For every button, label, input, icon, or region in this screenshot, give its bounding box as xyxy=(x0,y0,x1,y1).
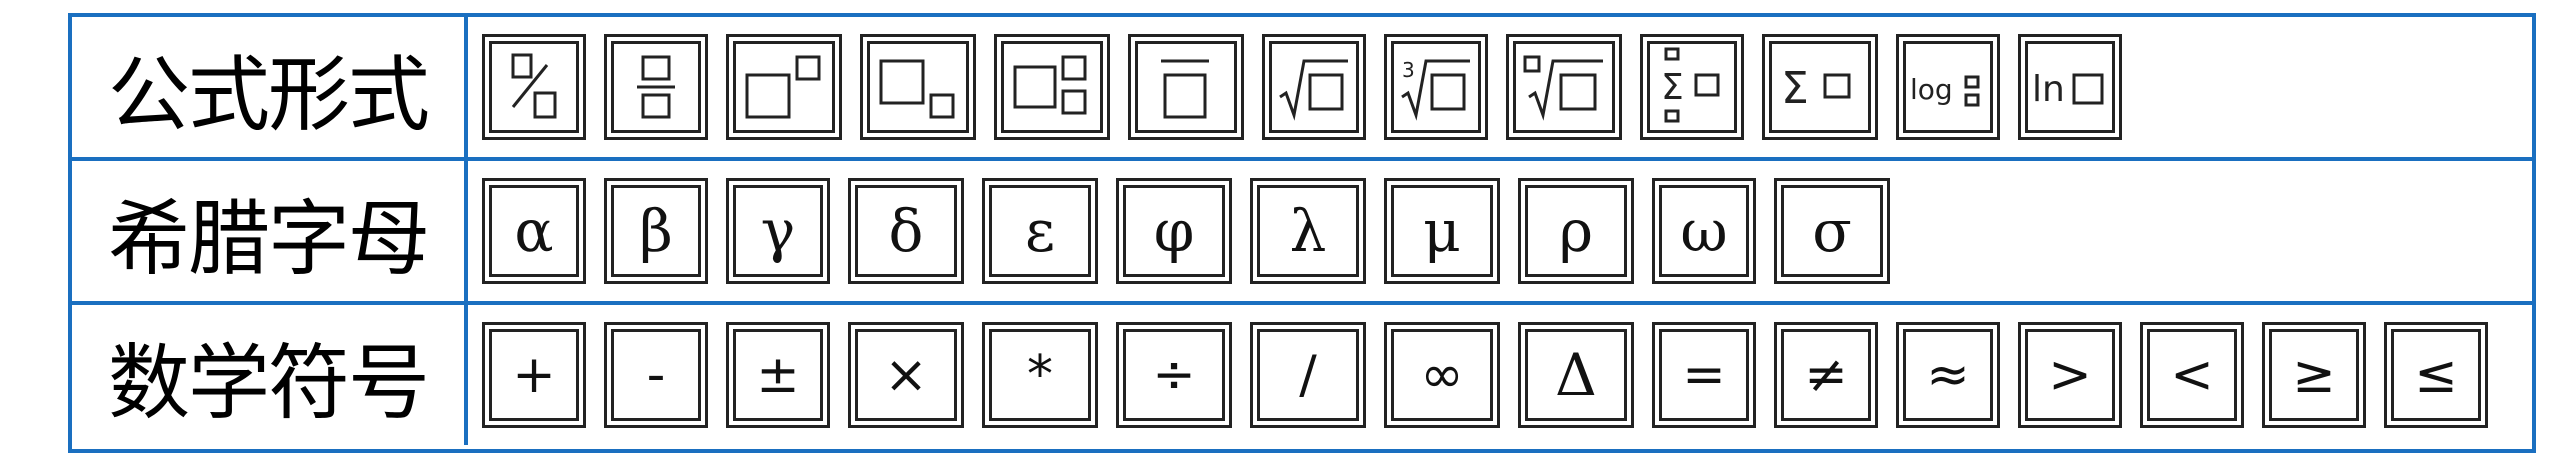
overbar-template-button[interactable] xyxy=(1128,34,1244,140)
minus-button[interactable]: - xyxy=(604,322,708,428)
plus-button[interactable]: + xyxy=(482,322,586,428)
key-label: * xyxy=(989,329,1091,421)
key-label: > xyxy=(2025,329,2115,421)
greek-rho-button[interactable]: ρ xyxy=(1518,178,1634,284)
key-label: < xyxy=(2147,329,2237,421)
key-label: γ xyxy=(733,185,823,277)
ln-template-button[interactable]: ln xyxy=(2018,34,2122,140)
ln-template-icon: ln xyxy=(2032,69,2104,110)
slash-button[interactable]: / xyxy=(1250,322,1366,428)
key-label: ≈ xyxy=(1903,329,1993,421)
log-base-template-icon: log xyxy=(1910,73,1980,107)
asterisk-button[interactable]: * xyxy=(982,322,1098,428)
greek-gamma-button[interactable]: γ xyxy=(726,178,830,284)
greek-lambda-button[interactable]: λ xyxy=(1250,178,1366,284)
sup-sub-template-button[interactable] xyxy=(994,34,1110,140)
key-label: λ xyxy=(1257,185,1359,277)
math-symbol-keys: + - ± × * ÷ / ∞ Δ = ≠ ≈ > < ≥ ≤ xyxy=(468,305,2532,445)
nth-root-template-button[interactable] xyxy=(1506,34,1622,140)
greek-letter-keys: α β γ δ ε φ λ μ ρ ω σ xyxy=(468,161,2532,301)
key-label: φ xyxy=(1123,185,1225,277)
superscript-template-icon xyxy=(745,55,821,119)
greater-than-button[interactable]: > xyxy=(2018,322,2122,428)
key-label: × xyxy=(855,329,957,421)
cube-root-template-icon: 3 xyxy=(1401,58,1470,121)
key-label: / xyxy=(1257,329,1359,421)
key-label: ≠ xyxy=(1781,329,1871,421)
svg-text:ln: ln xyxy=(2032,69,2065,110)
stacked-fraction-template-icon xyxy=(637,55,675,119)
greek-beta-button[interactable]: β xyxy=(604,178,708,284)
key-label: δ xyxy=(855,185,957,277)
sum-limits-template-icon: Σ xyxy=(1661,47,1720,123)
cube-root-template-button[interactable]: 3 xyxy=(1384,34,1488,140)
multiply-button[interactable]: × xyxy=(848,322,964,428)
key-label: ∞ xyxy=(1391,329,1493,421)
svg-text:Σ: Σ xyxy=(1781,63,1809,114)
fraction-template-icon xyxy=(511,53,557,119)
square-root-template-icon xyxy=(1279,59,1348,121)
key-label: ρ xyxy=(1525,185,1627,277)
fraction-template-button[interactable] xyxy=(482,34,586,140)
subscript-template-button[interactable] xyxy=(860,34,976,140)
greek-phi-button[interactable]: φ xyxy=(1116,178,1232,284)
greek-alpha-button[interactable]: α xyxy=(482,178,586,284)
svg-text:3: 3 xyxy=(1402,58,1415,82)
nth-root-template-icon xyxy=(1523,55,1603,121)
greek-mu-button[interactable]: μ xyxy=(1384,178,1500,284)
sup-sub-template-icon xyxy=(1013,55,1087,115)
row-label-formula-templates: 公式形式 xyxy=(72,17,468,157)
formula-template-keys: 3 Σ Σ xyxy=(468,17,2532,157)
key-label: Δ xyxy=(1525,329,1627,421)
key-label: ± xyxy=(733,329,823,421)
not-equal-button[interactable]: ≠ xyxy=(1774,322,1878,428)
row-label-math-symbols: 数学符号 xyxy=(72,305,468,445)
greek-omega-button[interactable]: ω xyxy=(1652,178,1756,284)
less-equal-button[interactable]: ≤ xyxy=(2384,322,2488,428)
key-label: ε xyxy=(989,185,1091,277)
sum-template-button[interactable]: Σ xyxy=(1762,34,1878,140)
infinity-button[interactable]: ∞ xyxy=(1384,322,1500,428)
square-root-template-button[interactable] xyxy=(1262,34,1366,140)
key-label: ÷ xyxy=(1123,329,1225,421)
svg-text:log: log xyxy=(1910,73,1953,106)
greek-delta-button[interactable]: δ xyxy=(848,178,964,284)
divide-button[interactable]: ÷ xyxy=(1116,322,1232,428)
equals-button[interactable]: = xyxy=(1652,322,1756,428)
log-base-template-button[interactable]: log xyxy=(1896,34,2000,140)
row-label-greek-letters: 希腊字母 xyxy=(72,161,468,301)
key-label: - xyxy=(611,329,701,421)
key-label: ≤ xyxy=(2391,329,2481,421)
key-label: μ xyxy=(1391,185,1493,277)
key-label: ω xyxy=(1659,185,1749,277)
key-label: σ xyxy=(1781,185,1883,277)
symbol-palette-panel: 公式形式 xyxy=(68,13,2536,453)
svg-text:Σ: Σ xyxy=(1661,67,1684,108)
plus-minus-button[interactable]: ± xyxy=(726,322,830,428)
key-label: α xyxy=(489,185,579,277)
sum-template-icon: Σ xyxy=(1781,63,1851,114)
superscript-template-button[interactable] xyxy=(726,34,842,140)
subscript-template-icon xyxy=(879,59,955,119)
approx-equal-button[interactable]: ≈ xyxy=(1896,322,2000,428)
math-symbols-row: 数学符号 + - ± × * ÷ / ∞ Δ = ≠ ≈ > < ≥ ≤ xyxy=(72,305,2532,445)
greek-epsilon-button[interactable]: ε xyxy=(982,178,1098,284)
overbar-template-icon xyxy=(1161,59,1209,119)
sum-limits-template-button[interactable]: Σ xyxy=(1640,34,1744,140)
key-label: = xyxy=(1659,329,1749,421)
stacked-fraction-template-button[interactable] xyxy=(604,34,708,140)
greek-letters-row: 希腊字母 α β γ δ ε φ λ μ ρ ω σ xyxy=(72,161,2532,305)
key-label: + xyxy=(489,329,579,421)
less-than-button[interactable]: < xyxy=(2140,322,2244,428)
delta-button[interactable]: Δ xyxy=(1518,322,1634,428)
greek-sigma-button[interactable]: σ xyxy=(1774,178,1890,284)
formula-template-row: 公式形式 xyxy=(72,17,2532,161)
key-label: ≥ xyxy=(2269,329,2359,421)
greater-equal-button[interactable]: ≥ xyxy=(2262,322,2366,428)
key-label: β xyxy=(611,185,701,277)
